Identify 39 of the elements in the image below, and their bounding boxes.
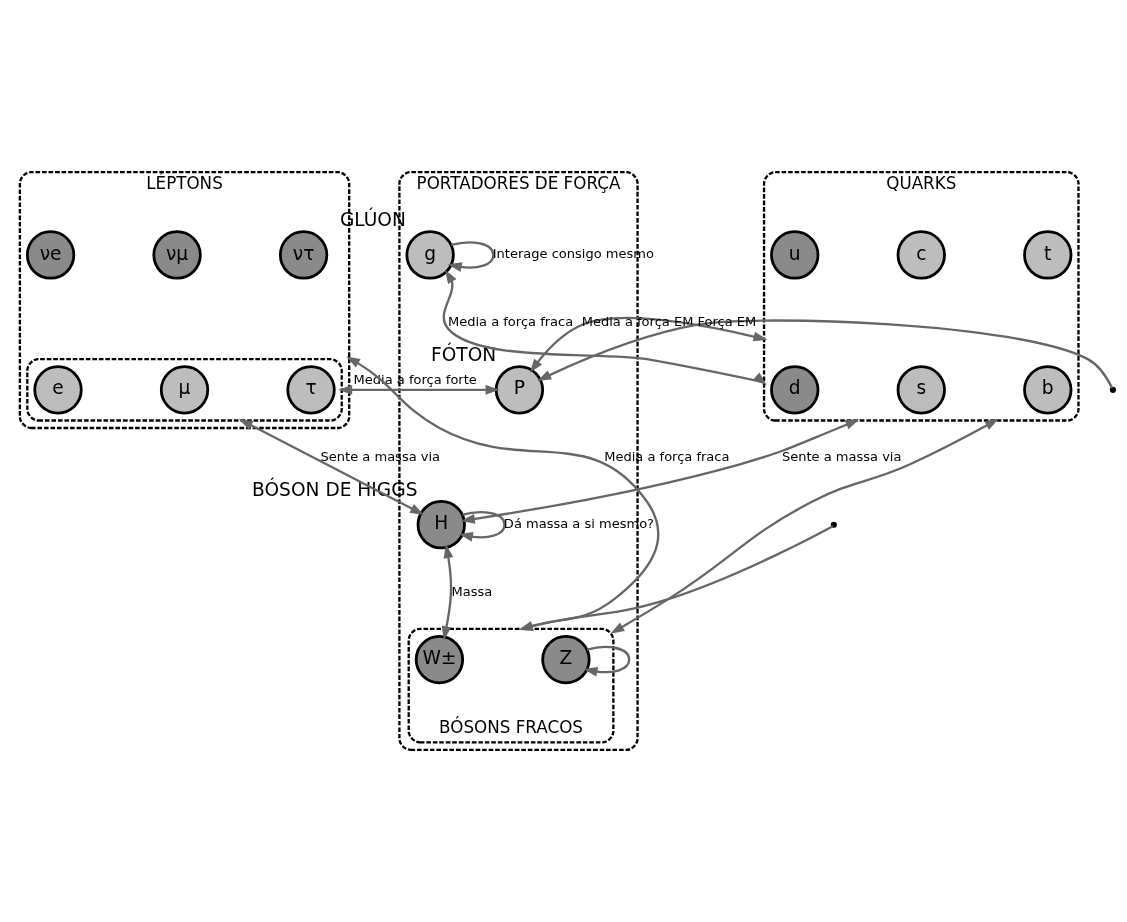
node-circle: b <box>1023 365 1073 415</box>
arrow <box>346 356 660 631</box>
node-circle: e <box>33 365 83 415</box>
arrow <box>447 241 495 272</box>
edge-label: Sente a massa via <box>781 448 902 464</box>
node-circle: W± <box>414 634 465 685</box>
node-circle: νμ <box>152 230 202 280</box>
arrow <box>458 511 506 542</box>
edge-label: Media a força fraca <box>604 448 730 464</box>
node-label: FÓTON <box>430 344 497 365</box>
node-circle: Z <box>541 634 591 685</box>
edge-label: Sente a massa via <box>320 448 441 464</box>
node-circle: νe <box>25 230 76 280</box>
node-circle: P <box>494 365 545 415</box>
node-circle: c <box>896 230 946 280</box>
arrow <box>441 544 454 641</box>
node-circle: t <box>1023 230 1073 280</box>
edge-label: Interage consigo mesmo <box>492 246 654 262</box>
arrow <box>529 316 768 373</box>
arrow <box>442 269 767 386</box>
edge-label: Massa <box>451 583 493 599</box>
node-circle: u <box>770 230 820 280</box>
node-circle: μ <box>159 365 210 415</box>
node-circle: g <box>405 230 455 280</box>
arrow <box>610 418 999 634</box>
cluster <box>26 357 343 422</box>
edge-label: Dá massa a si mesmo? <box>503 516 655 532</box>
node-circle: d <box>770 365 820 415</box>
node-circle: τ <box>286 365 336 415</box>
edge-label: Media a força fraca <box>447 313 574 329</box>
node-circle: s <box>896 365 946 415</box>
node-circle: ντ <box>278 230 329 280</box>
node-circle: H <box>416 500 466 550</box>
arrow <box>460 419 860 524</box>
arrow <box>518 525 834 631</box>
arrow <box>583 645 631 677</box>
arrow <box>238 418 425 515</box>
arrow <box>338 384 500 395</box>
arrow <box>537 319 1114 389</box>
